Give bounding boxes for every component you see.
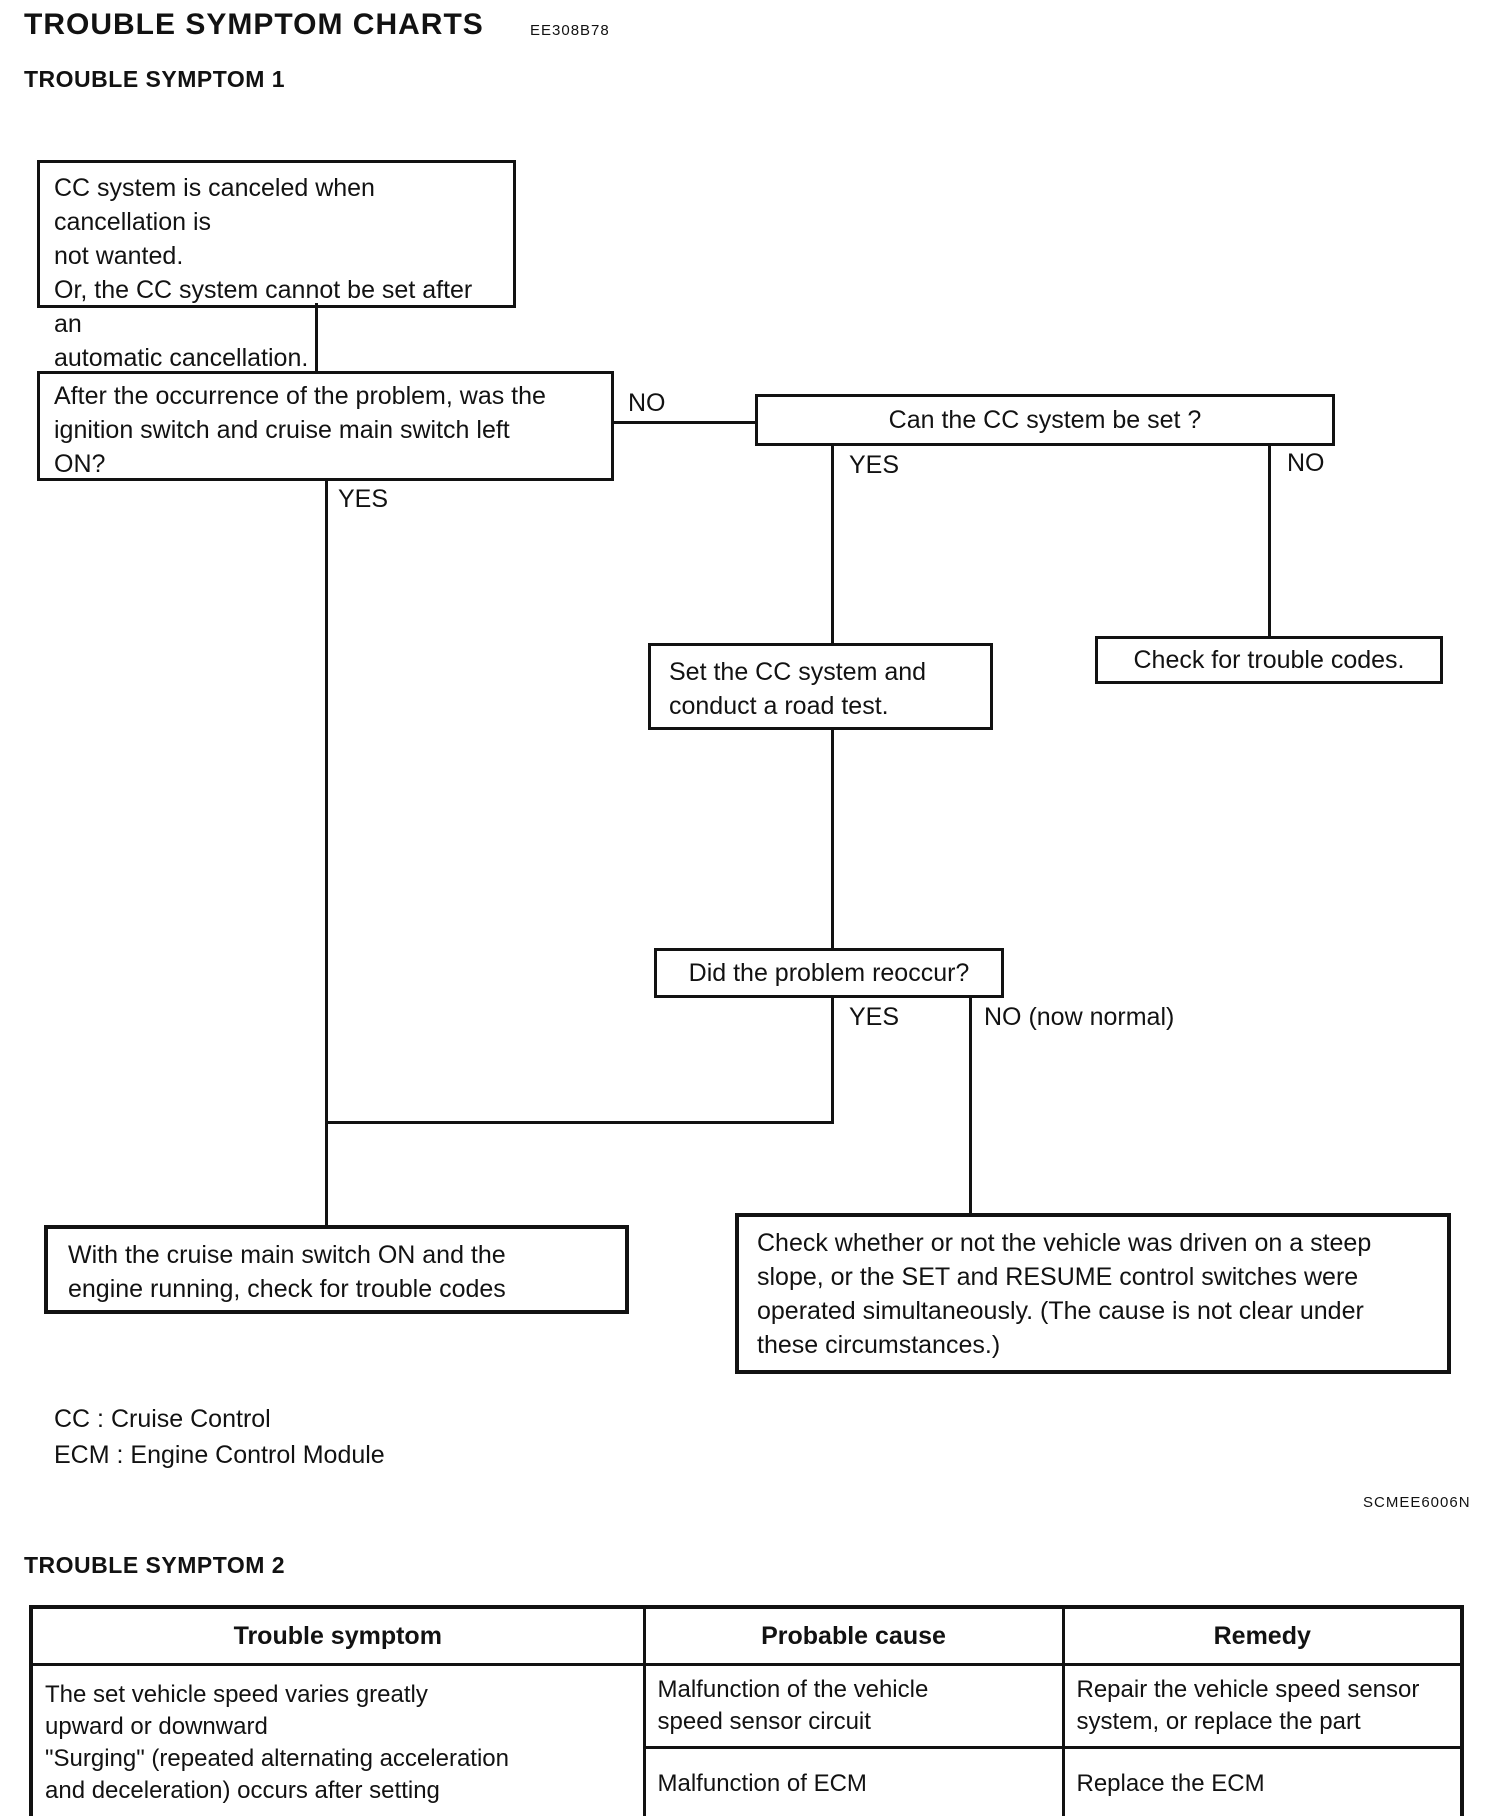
flow-box-check-codes-engine-running: With the cruise main switch ON and the e… [44, 1225, 629, 1314]
column-header-remedy: Remedy [1061, 1605, 1464, 1666]
cell-trouble-symptom: The set vehicle speed varies greatly upw… [29, 1663, 646, 1816]
branch-label-no-switch: NO [628, 389, 666, 417]
connector-road-test-to-reoccur [831, 729, 834, 950]
legend-cc-definition: CC : Cruise Control [54, 1405, 271, 1433]
branch-label-no-set: NO [1287, 449, 1325, 477]
connector-reoccur-yes-merge [325, 1121, 834, 1124]
branch-label-yes-set: YES [849, 451, 900, 479]
connector-reoccur-yes-down [831, 996, 834, 1124]
connector-yes-to-road-test [831, 445, 834, 645]
section-heading-trouble-symptom-1: TROUBLE SYMPTOM 1 [24, 66, 286, 92]
page-title-code: EE308B78 [530, 22, 610, 39]
connector-no-to-can-cc-be-set [612, 421, 758, 424]
column-header-trouble-symptom: Trouble symptom [29, 1605, 646, 1666]
flow-box-road-test: Set the CC system and conduct a road tes… [648, 643, 993, 730]
page-title: TROUBLE SYMPTOM CHARTS [24, 8, 484, 41]
section-heading-trouble-symptom-2: TROUBLE SYMPTOM 2 [24, 1552, 286, 1578]
figure-code: SCMEE6006N [1363, 1494, 1471, 1511]
cell-probable-cause-2: Malfunction of ECM [642, 1746, 1065, 1816]
cell-remedy-1: Repair the vehicle speed sensor system, … [1061, 1663, 1464, 1749]
connector-reoccur-no-to-steep-slope [969, 996, 972, 1215]
table-header-row: Trouble symptom Probable cause Remedy [29, 1605, 1464, 1666]
flow-box-problem-statement: CC system is canceled when cancellation … [37, 160, 516, 372]
column-header-probable-cause: Probable cause [642, 1605, 1065, 1666]
table-row: The set vehicle speed varies greatly upw… [29, 1663, 1464, 1816]
flow-box-check-trouble-codes: Check for trouble codes. [1095, 636, 1443, 684]
cell-remedy-2: Replace the ECM [1061, 1746, 1464, 1816]
branch-label-yes-switch: YES [338, 485, 389, 513]
legend-ecm-definition: ECM : Engine Control Module [54, 1441, 385, 1469]
branch-label-no-now-normal: NO (now normal) [984, 1003, 1175, 1031]
table-row: Malfunction of ECM Replace the ECM [31, 1746, 1464, 1816]
cell-probable-cause-1: Malfunction of the vehicle speed sensor … [642, 1663, 1065, 1749]
connector-no-to-check-trouble-codes [1268, 445, 1271, 639]
flow-box-problem-reoccur-question: Did the problem reoccur? [654, 948, 1004, 998]
connector-switch-yes-to-check-codes [325, 479, 328, 1228]
branch-label-yes-reoccur: YES [849, 1003, 900, 1031]
flow-box-check-steep-slope: Check whether or not the vehicle was dri… [735, 1213, 1451, 1374]
flow-box-switch-left-on-question: After the occurrence of the problem, was… [37, 371, 614, 481]
connector-problem-to-switch-question [315, 303, 318, 374]
trouble-symptom-2-table: Trouble symptom Probable cause Remedy Th… [29, 1605, 1464, 1816]
flow-box-can-cc-be-set-question: Can the CC system be set ? [755, 394, 1335, 446]
